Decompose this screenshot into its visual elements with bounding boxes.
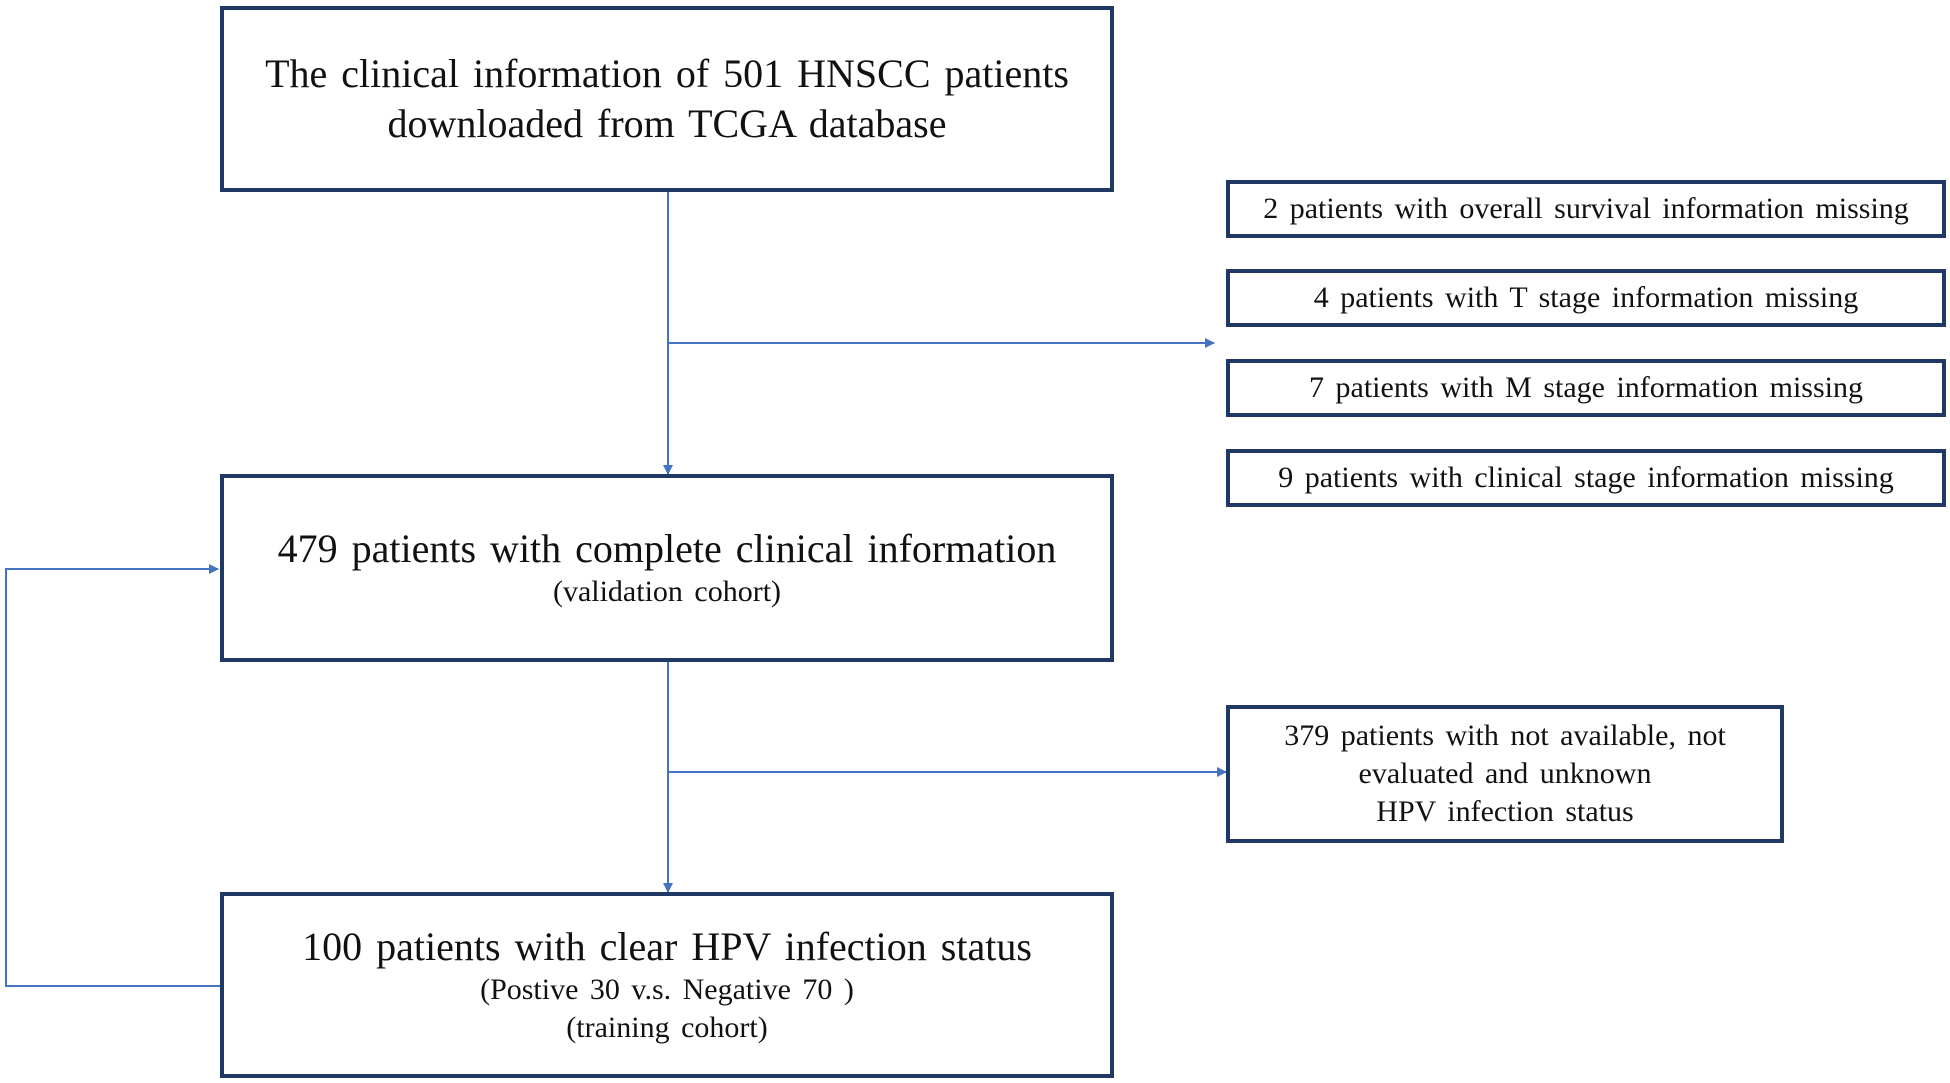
arrow-feedback-loop — [5, 564, 220, 987]
exclusion-box-overall-survival: 2 patients with overall survival informa… — [1226, 180, 1946, 238]
validation-cohort-title: 479 patients with complete clinical info… — [277, 526, 1057, 571]
exclusion-box-m-stage: 7 patients with M stage information miss… — [1226, 359, 1946, 417]
exclusion-box-t-stage: 4 patients with T stage information miss… — [1226, 269, 1946, 327]
training-cohort-box: 100 patients with clear HPV infection st… — [220, 892, 1114, 1078]
hpv-exclusion-line-3: HPV infection status — [1376, 795, 1634, 828]
exclusion-box-clinical-stage: 9 patients with clinical stage informati… — [1226, 449, 1946, 507]
source-data-line-2: downloaded from TCGA database — [387, 101, 947, 146]
exclusion-label: 2 patients with overall survival informa… — [1263, 192, 1909, 225]
validation-cohort-box: 479 patients with complete clinical info… — [220, 474, 1114, 662]
exclusion-label: 9 patients with clinical stage informati… — [1278, 461, 1894, 494]
hpv-exclusion-line-2: evaluated and unknown — [1358, 757, 1652, 790]
exclusion-label: 7 patients with M stage information miss… — [1309, 371, 1863, 404]
source-data-box: The clinical information of 501 HNSCC pa… — [220, 6, 1114, 192]
training-cohort-title: 100 patients with clear HPV infection st… — [302, 924, 1032, 969]
exclusion-box-hpv-status: 379 patients with not available, not eva… — [1226, 705, 1784, 843]
hpv-exclusion-line-1: 379 patients with not available, not — [1284, 719, 1726, 752]
training-cohort-split: (Postive 30 v.s. Negative 70 ) — [480, 973, 854, 1006]
training-cohort-label: (training cohort) — [566, 1011, 768, 1044]
exclusion-label: 4 patients with T stage information miss… — [1313, 281, 1859, 314]
validation-cohort-label: (validation cohort) — [552, 575, 782, 608]
source-data-line-1: The clinical information of 501 HNSCC pa… — [265, 51, 1069, 96]
